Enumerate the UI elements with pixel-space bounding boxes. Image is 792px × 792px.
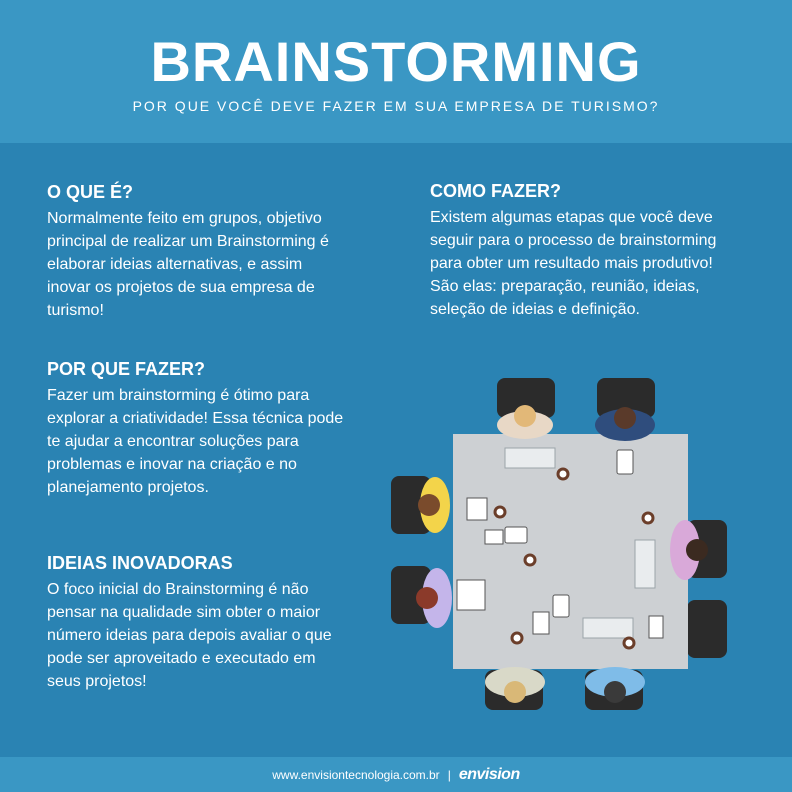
section-why-body: Fazer um brainstorming é ótimo para expl… bbox=[47, 387, 344, 496]
section-ideas: IDEIAS INOVADORAS O foco inicial do Brai… bbox=[47, 552, 377, 693]
section-what-body: Normalmente feito em grupos, objetivo pr… bbox=[47, 210, 329, 319]
footer-url[interactable]: www.envisiontecnologia.com.br bbox=[272, 767, 440, 782]
page-title: BRAINSTORMING bbox=[150, 30, 642, 93]
footer-band: www.envisiontecnologia.com.br | envision bbox=[0, 757, 792, 792]
person-icon bbox=[416, 405, 708, 703]
footer-separator: | bbox=[447, 767, 451, 782]
header-band: BRAINSTORMING POR QUE VOCÊ DEVE FAZER EM… bbox=[0, 0, 792, 143]
page-subtitle: POR QUE VOCÊ DEVE FAZER EM SUA EMPRESA D… bbox=[132, 98, 660, 114]
section-ideas-body: O foco inicial do Brainstorming é não pe… bbox=[47, 581, 332, 690]
section-why: POR QUE FAZER? Fazer um brainstorming é … bbox=[47, 358, 377, 499]
section-how-heading: COMO FAZER? bbox=[430, 181, 561, 201]
section-what: O QUE É? Normalmente feito em grupos, ob… bbox=[47, 181, 377, 322]
brand-logo: envision bbox=[458, 765, 520, 783]
section-ideas-heading: IDEIAS INOVADORAS bbox=[47, 553, 233, 573]
section-how: COMO FAZER? Existem algumas etapas que v… bbox=[430, 180, 760, 321]
meeting-table-illustration bbox=[385, 370, 730, 715]
section-how-body: Existem algumas etapas que você deve seg… bbox=[430, 209, 717, 318]
section-why-heading: POR QUE FAZER? bbox=[47, 359, 206, 379]
section-what-heading: O QUE É? bbox=[47, 182, 134, 202]
